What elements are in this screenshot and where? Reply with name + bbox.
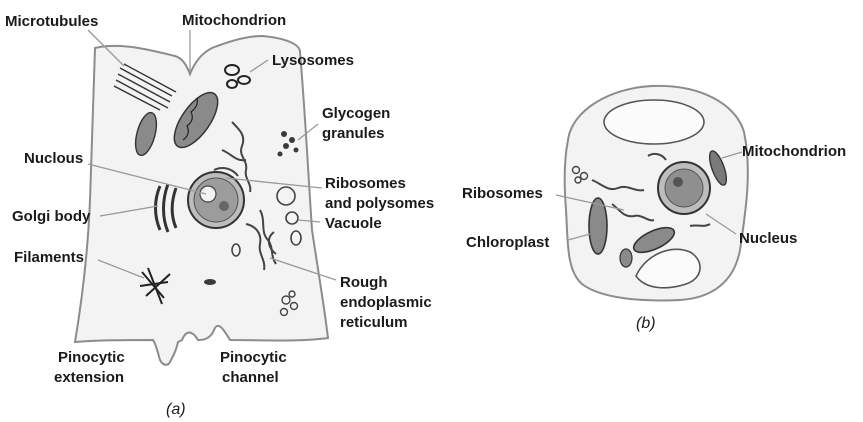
nucleus-shape [188, 172, 244, 228]
label-filaments: Filaments [14, 249, 84, 266]
caption-a: (a) [166, 401, 186, 418]
label-glycogen-line1: Glycogen [322, 105, 390, 122]
label-vacuole: Vacuole [325, 215, 382, 232]
label-rough-line2: endoplasmic [340, 294, 432, 311]
label-pino-ext-line1: Pinocytic [58, 349, 125, 366]
plant-cell: Mitochondrion Ribosomes Chloroplast Nucl… [462, 86, 846, 332]
label-ribosomes-b: Ribosomes [462, 185, 543, 202]
label-rough-line3: reticulum [340, 314, 408, 331]
plant-nucleus-shape [658, 162, 710, 214]
label-pino-ext-line2: extension [54, 369, 124, 386]
caption-b: (b) [636, 315, 656, 332]
label-golgi-body: Golgi body [12, 208, 91, 225]
label-chloroplast: Chloroplast [466, 234, 549, 251]
label-ribosomes-line2: and polysomes [325, 195, 434, 212]
label-mitochondrion-b: Mitochondrion [742, 143, 846, 160]
label-nucleus-b: Nucleus [739, 230, 797, 247]
label-pino-ch-line1: Pinocytic [220, 349, 287, 366]
label-lysosomes: Lysosomes [272, 52, 354, 69]
animal-cell: Microtubules Mitochondrion Lysosomes Gly… [5, 12, 434, 418]
label-ribosomes-line1: Ribosomes [325, 175, 406, 192]
label-mitochondrion-a: Mitochondrion [182, 12, 286, 29]
vacuole-top-shape [604, 100, 704, 144]
label-glycogen-line2: granules [322, 125, 385, 142]
label-rough-line1: Rough [340, 274, 387, 291]
label-microtubules: Microtubules [5, 13, 98, 30]
label-nuclous: Nuclous [24, 150, 83, 167]
label-pino-ch-line2: channel [222, 369, 279, 386]
